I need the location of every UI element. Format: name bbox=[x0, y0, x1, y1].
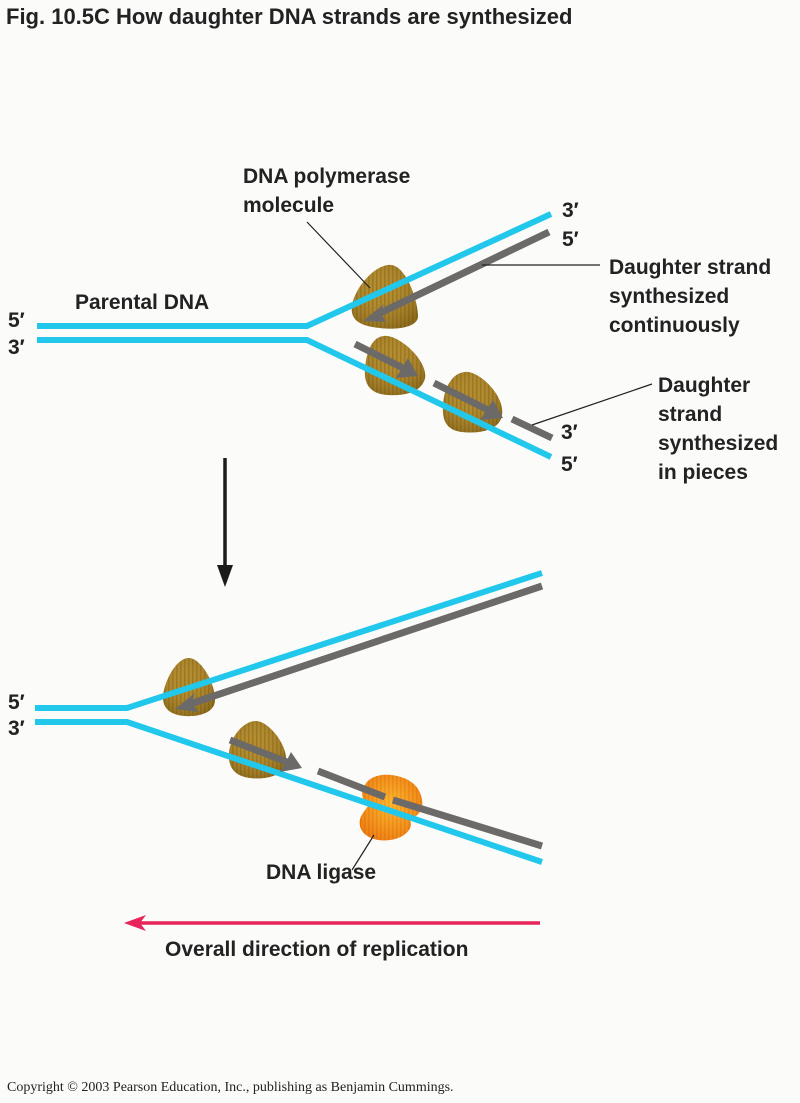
end-label-left-bottom: 3′ bbox=[8, 336, 25, 359]
leading-strand-label: Daughter strand synthesized continuously bbox=[609, 256, 772, 337]
ligase-leader-line bbox=[351, 834, 375, 871]
copyright-notice: Copyright © 2003 Pearson Education, Inc.… bbox=[7, 1080, 454, 1095]
parental-dna-label: Parental DNA bbox=[75, 291, 210, 314]
parental-strand-top bbox=[37, 211, 553, 329]
lagging-strand-label: Daughter strand synthesized in pieces bbox=[658, 374, 779, 484]
parental-strand-bottom-bottom bbox=[35, 719, 543, 865]
end-label-bottom-left-top: 5′ bbox=[8, 691, 25, 714]
polymerase-leader-line bbox=[306, 221, 371, 289]
okazaki-fragment-2 bbox=[432, 379, 503, 420]
okazaki-fragment-3 bbox=[510, 415, 554, 442]
dna-polymerase-label: DNA polymerase molecule bbox=[243, 165, 411, 217]
end-label-upper-parental: 3′ bbox=[562, 199, 579, 222]
end-label-left-top: 5′ bbox=[8, 309, 25, 332]
end-label-bottom-left-bottom: 3′ bbox=[8, 717, 25, 740]
parental-strand-bottom bbox=[37, 337, 553, 460]
step-arrow bbox=[217, 458, 233, 587]
okazaki-fragment-bottom-1 bbox=[228, 736, 302, 772]
okazaki-fragment-1 bbox=[353, 340, 418, 378]
leading-daughter-strand-bottom bbox=[175, 582, 544, 712]
end-label-lower-parental: 5′ bbox=[561, 453, 578, 476]
end-label-lower-daughter: 3′ bbox=[561, 421, 578, 444]
joined-lagging-strand bbox=[316, 767, 544, 850]
parental-strand-top-bottom bbox=[35, 570, 543, 711]
lagging-leader-line bbox=[531, 383, 653, 426]
top-panel bbox=[37, 211, 653, 460]
direction-arrow bbox=[124, 915, 540, 931]
bottom-panel bbox=[35, 570, 544, 931]
figure-title: Fig. 10.5C How daughter DNA strands are … bbox=[6, 4, 573, 29]
direction-label: Overall direction of replication bbox=[165, 938, 469, 961]
dna-ligase-label: DNA ligase bbox=[266, 861, 377, 884]
leading-daughter-strand bbox=[363, 228, 551, 322]
end-label-upper-daughter: 5′ bbox=[562, 228, 579, 251]
